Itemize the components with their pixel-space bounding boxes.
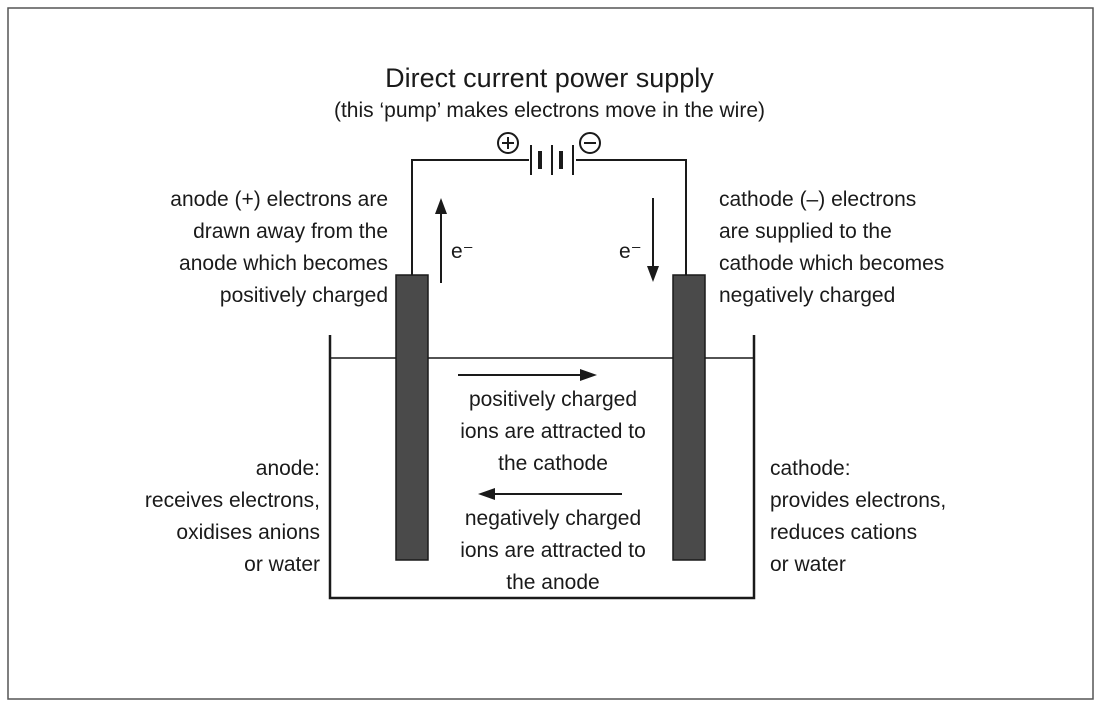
cathode-top-label: cathode (–) electrons are supplied to th…: [719, 184, 1019, 312]
electron-label-left: e⁻: [451, 240, 474, 263]
negative-ion-arrow-icon: [478, 488, 622, 500]
positive-ion-arrow-icon: [458, 369, 597, 381]
negative-ions-label: negatively charged ions are attracted to…: [433, 503, 673, 599]
anode-bottom-label-line: or water: [244, 553, 320, 576]
anode-bottom-label: anode: receives electrons, oxidises anio…: [100, 453, 320, 581]
negative-ions-label-line: ions are attracted to: [460, 539, 646, 562]
negative-ions-label-line: negatively charged: [464, 507, 642, 530]
electron-down-arrow-icon: [647, 198, 659, 282]
circuit-wire: [411, 159, 687, 275]
cathode-top-label-line: negatively charged: [719, 284, 896, 307]
cathode-bottom-label-line: provides electrons,: [770, 489, 947, 512]
anode-electrode: [395, 274, 429, 561]
electrolyte-container: [328, 335, 756, 600]
electron-up-arrow-icon: [435, 198, 447, 283]
negative-ions-label-line: the anode: [506, 571, 600, 594]
cathode-top-label-line: cathode which becomes: [719, 252, 945, 275]
cathode-top-label-line: cathode (–) electrons: [719, 188, 917, 211]
anode-bottom-label-line: receives electrons,: [144, 489, 320, 512]
positive-ions-label: positively charged ions are attracted to…: [433, 384, 673, 480]
anode-top-label-line: drawn away from the: [193, 220, 388, 243]
anode-top-label: anode (+) electrons are drawn away from …: [120, 184, 388, 312]
positive-ions-label-line: ions are attracted to: [460, 420, 646, 443]
electron-label-right: e⁻: [619, 240, 642, 263]
diagram-subtitle: (this ‘pump’ makes electrons move in the…: [333, 99, 766, 122]
negative-terminal-icon: [579, 132, 601, 154]
anode-top-label-line: anode which becomes: [179, 252, 388, 275]
positive-terminal-icon: [497, 132, 519, 154]
positive-ions-label-line: positively charged: [468, 388, 638, 411]
cathode-bottom-label-line: or water: [770, 553, 846, 576]
cathode-bottom-label-line: reduces cations: [770, 521, 918, 544]
positive-ions-label-line: the cathode: [498, 452, 608, 475]
cathode-top-label-line: are supplied to the: [719, 220, 892, 243]
diagram-title: Direct current power supply: [385, 63, 714, 93]
anode-top-label-line: anode (+) electrons are: [170, 188, 388, 211]
diagram-frame: [7, 7, 1094, 700]
anode-bottom-label-line: anode:: [255, 457, 320, 480]
cathode-electrode: [672, 274, 706, 561]
anode-top-label-line: positively charged: [219, 284, 388, 307]
battery: [530, 145, 574, 175]
cathode-bottom-label: cathode: provides electrons, reduces cat…: [770, 453, 1010, 581]
cathode-bottom-label-line: cathode:: [770, 457, 851, 480]
anode-bottom-label-line: oxidises anions: [176, 521, 320, 544]
